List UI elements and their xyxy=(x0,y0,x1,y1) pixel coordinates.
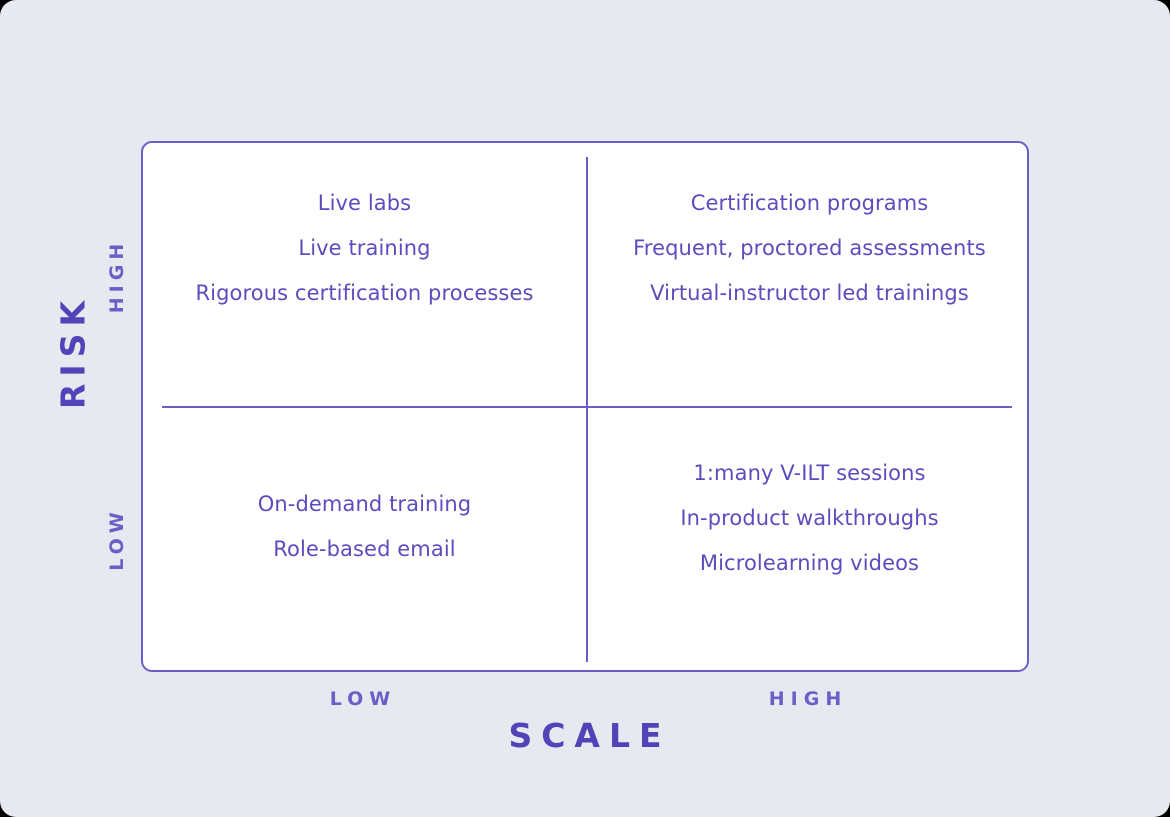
quadrant-item: Microlearning videos xyxy=(699,550,920,575)
x-axis-tick-high: HIGH xyxy=(768,688,848,710)
quadrant-item: Role-based email xyxy=(273,537,456,561)
quadrant-item: Live training xyxy=(298,236,431,260)
quadrant-item: In-product walkthroughs xyxy=(680,505,939,530)
quadrant-item: Live labs xyxy=(317,191,412,215)
quadrant-high-risk-high-scale: Certification programs Frequent, proctor… xyxy=(588,143,1031,406)
y-axis-tick-low: LOW xyxy=(106,507,128,571)
quadrant-item: 1:many V-ILT sessions xyxy=(693,460,926,485)
matrix-frame: Live labs Live training Rigorous certifi… xyxy=(141,141,1029,672)
horizontal-divider-line xyxy=(162,406,1012,408)
y-axis-tick-high: HIGH xyxy=(106,238,128,314)
quadrant-low-risk-high-scale: 1:many V-ILT sessions In-product walkthr… xyxy=(588,408,1031,674)
quadrant-item: Virtual-instructor led trainings xyxy=(650,281,969,305)
quadrant-item: Rigorous certification processes xyxy=(195,281,534,305)
quadrant-low-risk-low-scale: On-demand training Role-based email xyxy=(143,408,586,674)
vertical-divider-line xyxy=(586,157,588,662)
quadrant-high-risk-low-scale: Live labs Live training Rigorous certifi… xyxy=(143,143,586,406)
quadrant-item: Frequent, proctored assessments xyxy=(633,236,986,260)
quadrant-item: Certification programs xyxy=(690,191,929,215)
y-axis-title: RISK xyxy=(53,293,93,410)
x-axis-title: SCALE xyxy=(508,716,671,755)
quadrant-item: On-demand training xyxy=(257,492,472,516)
x-axis-tick-low: LOW xyxy=(329,688,397,710)
